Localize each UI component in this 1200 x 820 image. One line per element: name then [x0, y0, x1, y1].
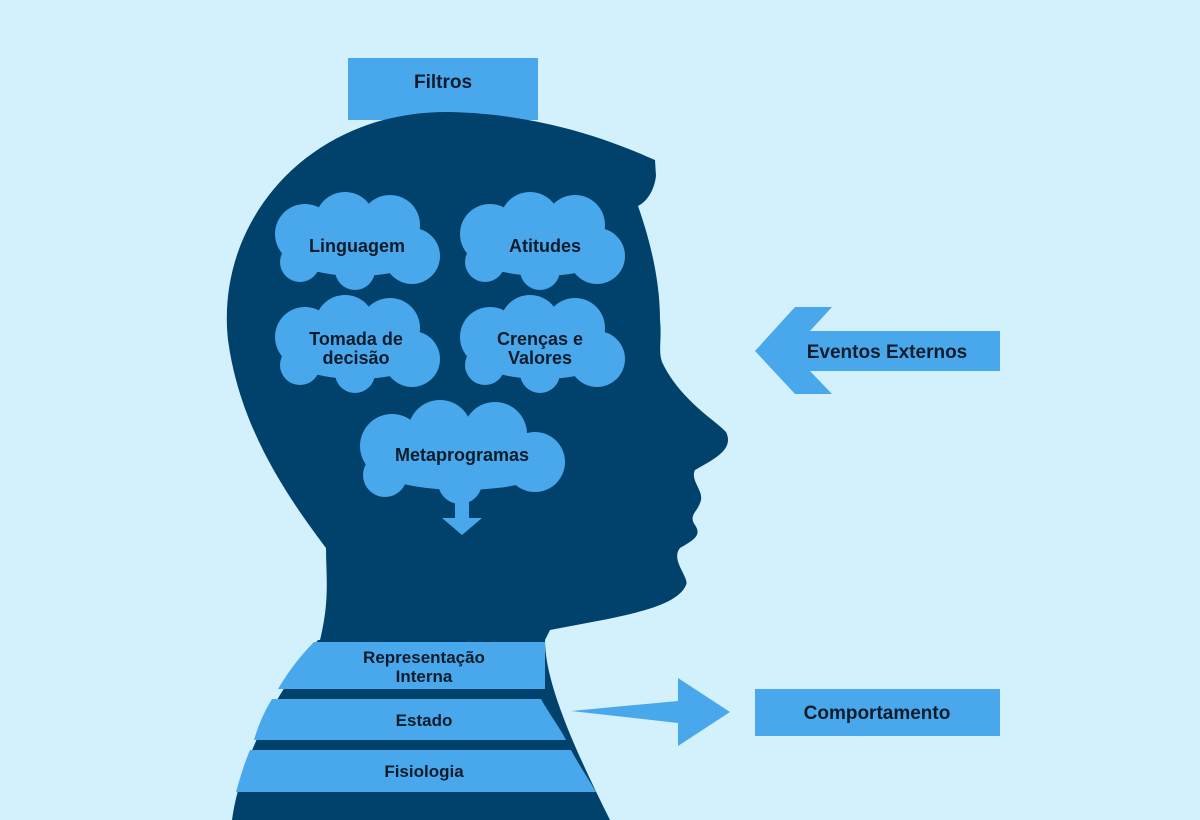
band-internal-representation-label-line2: Interna — [396, 667, 453, 686]
cloud-beliefs-label-line2: Valores — [508, 348, 572, 368]
cloud-attitudes — [460, 192, 625, 290]
behavior-box — [755, 689, 1000, 736]
cloud-language-label: Linguagem — [309, 236, 405, 256]
cloud-decision-label-line2: decisão — [322, 348, 389, 368]
cloud-attitudes-label: Atitudes — [509, 236, 581, 256]
filters-box — [348, 58, 538, 120]
band-state-label: Estado — [396, 711, 453, 730]
external-events-label: Eventos Externos — [807, 342, 968, 363]
band-internal-representation — [278, 642, 545, 689]
cloud-metaprograms — [360, 400, 565, 504]
filters-label: Filtros — [414, 72, 472, 93]
down-arrow — [442, 490, 482, 535]
band-internal-representation-label-line1: Representação — [363, 648, 485, 667]
band-physiology-label: Fisiologia — [384, 762, 464, 781]
band-physiology — [236, 750, 596, 792]
behavior-label: Comportamento — [804, 703, 951, 724]
external-events-arrow — [755, 307, 1000, 394]
cloud-language — [275, 192, 440, 290]
cloud-decision-label-line1: Tomada de — [309, 329, 403, 349]
cloud-beliefs-label-line1: Crenças e — [497, 329, 583, 349]
behavior-arrow — [571, 678, 730, 746]
band-state — [254, 699, 566, 740]
cloud-decision — [275, 295, 440, 393]
cloud-metaprograms-label: Metaprogramas — [395, 445, 529, 465]
cloud-beliefs — [460, 295, 625, 393]
